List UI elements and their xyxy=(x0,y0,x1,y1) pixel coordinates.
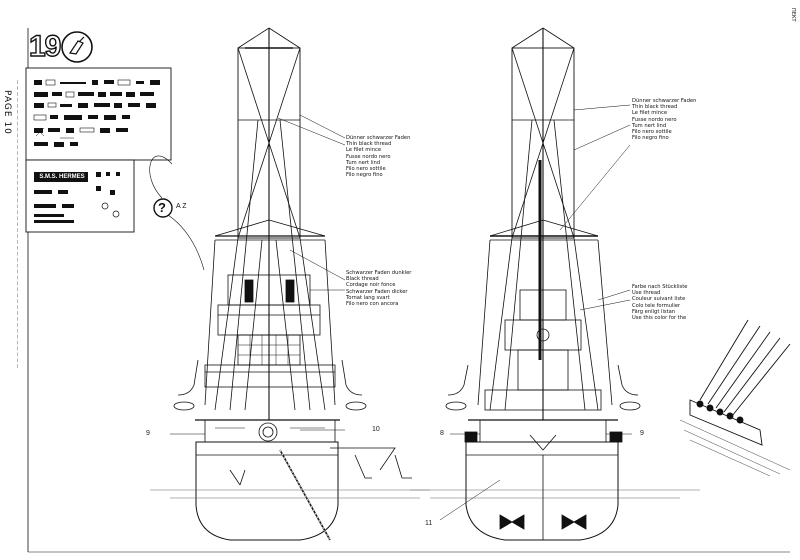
label-line: Färg enligt listan xyxy=(632,308,676,315)
part-number-bottom: 11 xyxy=(425,520,433,527)
callout-circle xyxy=(153,198,173,218)
left-ship-view xyxy=(173,27,412,541)
label-line: Schwarzer Faden dicker xyxy=(346,288,408,295)
rigging-detail-inset xyxy=(679,319,791,477)
label-line: Use this color for the xyxy=(632,315,687,322)
label-line: Filo nero sottile xyxy=(632,129,672,136)
label-line: Le filet mince xyxy=(632,110,668,117)
left-label-group-lower: Schwarzer Faden dunkler Black thread Cor… xyxy=(346,270,411,307)
ship-name-title: S.M.S. HERMES xyxy=(39,174,85,180)
label-line: Fusse nordo nero xyxy=(632,116,677,123)
leader-lines xyxy=(170,104,632,521)
step-number-badge xyxy=(30,33,54,61)
label-line: Farbe nach Stückliste xyxy=(632,284,688,290)
label-line: Filo nero sottile xyxy=(346,166,386,173)
label-line: Tornat lang svart xyxy=(346,294,390,301)
right-label-group-lower: Farbe nach Stückliste Use thread Couleur… xyxy=(632,284,688,321)
label-line: Schwarzer Faden dunkler xyxy=(346,270,412,276)
part-number-left-b: 10 xyxy=(372,426,380,433)
part-number-right-a: 8 xyxy=(440,430,444,437)
signal-flags-card xyxy=(25,67,172,161)
label-line: Fusse nordo nero xyxy=(346,153,391,160)
label-line: Tum nert lind xyxy=(632,122,667,129)
ship-name-card xyxy=(25,159,135,233)
label-line: Filo nero con ancora xyxy=(346,301,399,308)
label-line: Dünner schwarzer Faden xyxy=(632,98,697,104)
label-line: Dünner schwarzer Faden xyxy=(346,135,411,141)
label-line: Thin black thread xyxy=(632,104,678,111)
label-line: Filo negro fino xyxy=(632,135,669,142)
water-lines xyxy=(150,489,700,499)
callout-symbol: ? xyxy=(158,200,166,215)
propellers xyxy=(499,514,587,530)
glue-hand-icon xyxy=(61,31,93,63)
left-label-group-upper: Dünner schwarzer Faden Thin black thread… xyxy=(346,135,410,178)
right-label-group-upper: Dünner schwarzer Faden Thin black thread… xyxy=(632,98,696,141)
part-number-right-b: 9 xyxy=(640,430,644,437)
part-number-left-a: 9 xyxy=(146,430,150,437)
label-line: Colo tele formulier xyxy=(632,302,681,309)
label-line: Le filet mince xyxy=(346,147,382,154)
right-ship-view xyxy=(445,27,641,541)
label-line: Couleur suivant liste xyxy=(632,296,686,303)
label-line: Filo negro fino xyxy=(346,172,383,179)
label-line: Thin black thread xyxy=(346,141,392,148)
label-line: Cordage noir fonce xyxy=(346,282,396,289)
label-line: Use thread xyxy=(632,290,661,297)
label-line: Tum nert lind xyxy=(346,159,381,166)
step-number: 19 xyxy=(28,29,62,63)
label-line: Black thread xyxy=(346,276,379,283)
callout-code: A Z xyxy=(176,203,187,210)
